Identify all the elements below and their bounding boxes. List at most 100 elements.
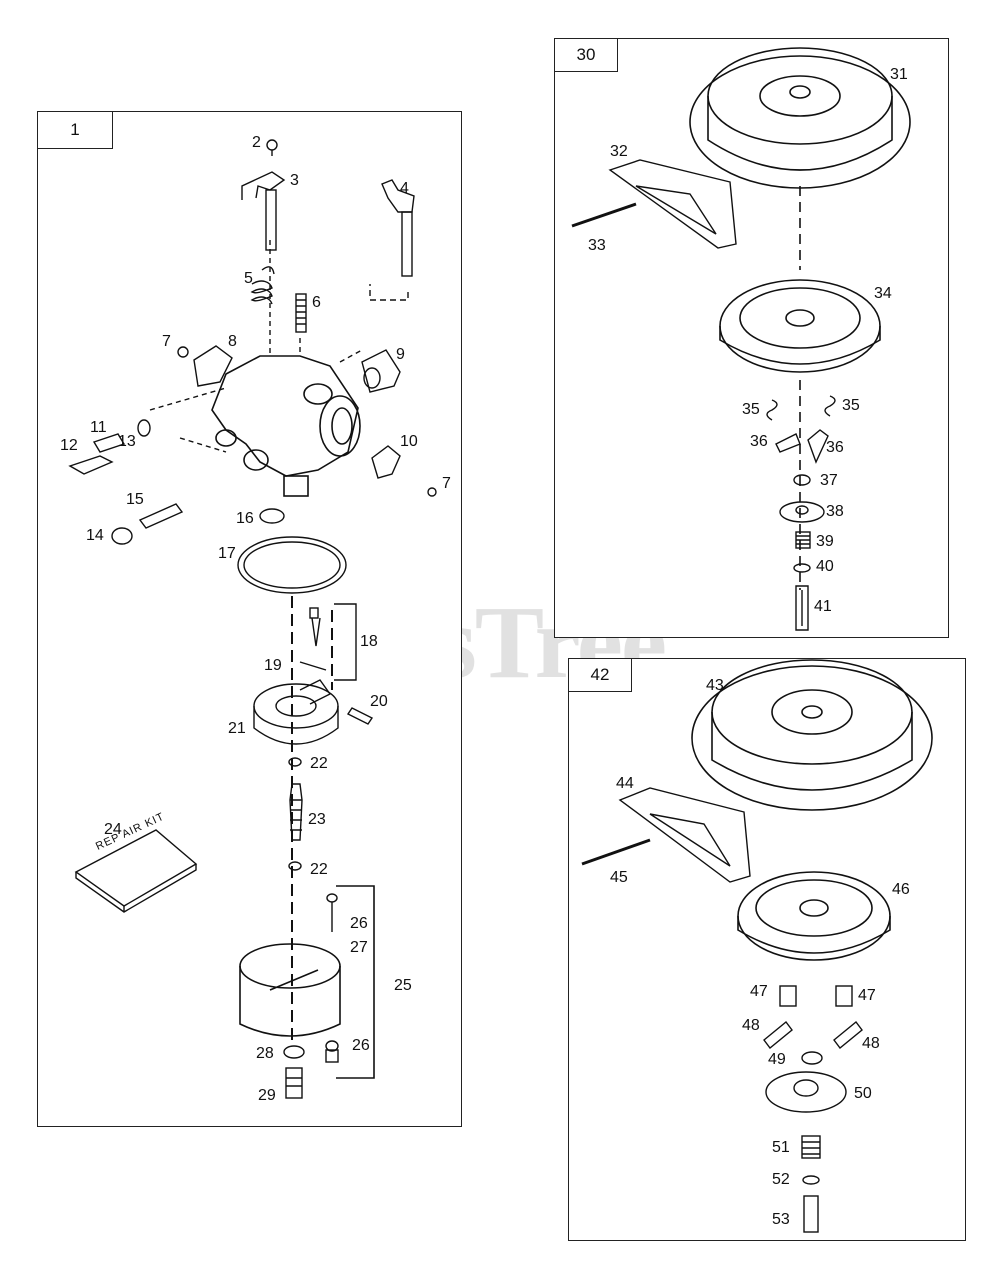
part-52-washer: [802, 1175, 820, 1185]
callout-24: 24: [104, 821, 122, 838]
callout-36: 36: [750, 433, 768, 450]
part-53-pin: [803, 1195, 819, 1233]
part-4-choke-shaft: [369, 179, 415, 301]
panel-tag: 1: [37, 111, 113, 149]
part-31-housing: [689, 47, 911, 189]
callout-27: 27: [350, 939, 368, 956]
part-32-handle: [608, 159, 737, 249]
part-35-spring: [766, 395, 836, 421]
callout-51: 51: [772, 1139, 790, 1156]
callout-5: 5: [244, 270, 253, 287]
panel-starter-a: 30: [554, 38, 949, 638]
callout-10: 10: [400, 433, 418, 450]
callout-31: 31: [890, 66, 908, 83]
callout-35b: 35: [842, 397, 860, 414]
part-20-pin: [346, 707, 374, 725]
part-10-plate: [371, 445, 401, 479]
part-7-screw: [177, 346, 189, 358]
callout-8: 8: [228, 333, 237, 350]
callout-52: 52: [772, 1171, 790, 1188]
callout-32: 32: [610, 143, 628, 160]
callout-7b: 7: [442, 475, 451, 492]
part-51-spring: [801, 1135, 821, 1159]
part-49-washer: [801, 1051, 823, 1065]
callout-19: 19: [264, 657, 282, 674]
callout-21: 21: [228, 720, 246, 737]
callout-33: 33: [588, 237, 606, 254]
part-24-repair-kit: [74, 829, 198, 913]
callout-38: 38: [826, 503, 844, 520]
part-18-needle-assy: [309, 603, 357, 681]
part-7-screw-b: [427, 487, 437, 497]
carburetor-body: [211, 355, 361, 497]
callout-47b: 47: [858, 987, 876, 1004]
callout-35: 35: [742, 401, 760, 418]
callout-43: 43: [706, 677, 724, 694]
callout-22b: 22: [310, 861, 328, 878]
callout-17: 17: [218, 545, 236, 562]
callout-9: 9: [396, 346, 405, 363]
callout-6: 6: [312, 294, 321, 311]
part-40-washer: [793, 563, 811, 573]
part-26-27-screw: [325, 893, 339, 1063]
part-23-jet: [289, 783, 303, 841]
part-34-pulley: [719, 279, 881, 373]
part-2-screw: [266, 139, 278, 156]
part-21-float: [253, 679, 339, 745]
callout-47: 47: [750, 983, 768, 1000]
callout-20: 20: [370, 693, 388, 710]
callout-37: 37: [820, 472, 838, 489]
panel-tag: 30: [554, 38, 618, 72]
callout-29: 29: [258, 1087, 276, 1104]
panel-carburetor: 1: [37, 111, 462, 1127]
part-19-clip: [299, 661, 327, 671]
part-8-plate: [193, 345, 233, 387]
part-15-shaft: [138, 503, 184, 529]
callout-25: 25: [394, 977, 412, 994]
part-45-screw: [581, 838, 651, 866]
part-17-gasket: [237, 536, 347, 594]
callout-16: 16: [236, 510, 254, 527]
part-14-cap: [111, 527, 133, 545]
callout-44: 44: [616, 775, 634, 792]
callout-3: 3: [290, 172, 299, 189]
callout-2: 2: [252, 134, 261, 151]
part-22-washer: [288, 757, 302, 767]
panel-tag: 42: [568, 658, 632, 692]
callout-22: 22: [310, 755, 328, 772]
part-37-washer: [793, 474, 811, 486]
part-25-float-bowl: [239, 885, 375, 1079]
callout-39: 39: [816, 533, 834, 550]
callout-26b: 26: [352, 1037, 370, 1054]
callout-28: 28: [256, 1045, 274, 1062]
part-28-washer: [283, 1045, 305, 1059]
callout-45: 45: [610, 869, 628, 886]
part-44-handle: [618, 787, 751, 883]
callout-18: 18: [360, 633, 378, 650]
callout-4: 4: [400, 180, 409, 197]
callout-14: 14: [86, 527, 104, 544]
part-3-throttle-shaft: [241, 171, 286, 251]
part-36-pawl: [775, 429, 829, 464]
callout-53: 53: [772, 1211, 790, 1228]
part-9-elbow: [361, 349, 401, 393]
panel-starter-b: 42: [568, 658, 966, 1241]
part-29-nut: [285, 1067, 303, 1099]
callout-46: 46: [892, 881, 910, 898]
callout-11: 11: [90, 419, 107, 436]
part-50-retainer: [765, 1071, 847, 1113]
part-11-12-idle-screw: [68, 433, 126, 475]
callout-48: 48: [742, 1017, 760, 1034]
part-13-o-ring: [137, 419, 151, 437]
callout-26: 26: [350, 915, 368, 932]
part-6-needle: [295, 293, 307, 333]
part-33-screw: [571, 202, 637, 228]
part-47-spring: [779, 985, 853, 1007]
callout-40: 40: [816, 558, 834, 575]
callout-41: 41: [814, 598, 832, 615]
callout-50: 50: [854, 1085, 872, 1102]
callout-34: 34: [874, 285, 892, 302]
part-16-o-ring: [259, 508, 285, 524]
callout-13: 13: [118, 433, 136, 450]
